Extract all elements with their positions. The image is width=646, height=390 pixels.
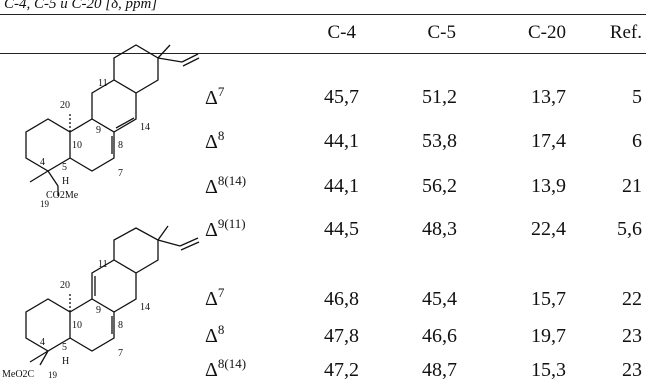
- cell-c20: 13,9: [531, 175, 566, 197]
- cell-c4: 44,1: [324, 130, 359, 152]
- delta-label: Δ8(14): [205, 356, 247, 381]
- atom-label-4: 4: [40, 157, 45, 168]
- header-c4: C-4: [327, 22, 357, 43]
- atom-label-10: 10: [72, 140, 82, 151]
- substituent-label: MeO2C: [2, 369, 35, 380]
- cell-c20: 13,7: [531, 86, 566, 108]
- cell-c5: 56,2: [422, 175, 457, 197]
- cell-c4: 47,2: [324, 359, 359, 381]
- cell-c20: 17,4: [531, 130, 566, 152]
- structure-1-bonds: [25, 44, 200, 196]
- atom-label-9: 9: [96, 125, 101, 136]
- cell-ref: 5: [632, 86, 642, 108]
- cell-ref: 21: [622, 175, 642, 197]
- cell-ref: 5,6: [617, 218, 642, 240]
- atom-label-4: 4: [40, 337, 45, 348]
- atom-label-5: 5: [62, 342, 67, 353]
- header-c20: C-20: [528, 22, 566, 43]
- delta-label: Δ8(14): [205, 173, 247, 198]
- header-ref: Ref.: [609, 22, 642, 43]
- atom-label-h: H: [62, 356, 69, 367]
- atom-label-20: 20: [60, 280, 70, 291]
- cell-c4: 46,8: [324, 288, 359, 310]
- atom-label-9: 9: [96, 305, 101, 316]
- cell-c4: 45,7: [324, 86, 359, 108]
- cell-c5: 45,4: [422, 288, 457, 310]
- cell-c5: 53,8: [422, 130, 457, 152]
- atom-label-10: 10: [72, 320, 82, 331]
- cell-ref: 6: [632, 130, 642, 152]
- delta-label: Δ8: [205, 128, 225, 153]
- atom-label-7: 7: [118, 168, 123, 179]
- cell-c20: 19,7: [531, 325, 566, 347]
- cell-ref: 23: [622, 359, 642, 381]
- atom-label-8: 8: [118, 140, 123, 151]
- delta-label: Δ9(11): [205, 216, 246, 241]
- atom-label-19: 19: [40, 199, 50, 209]
- structure-2-bonds: [25, 225, 200, 366]
- cell-ref: 23: [622, 325, 642, 347]
- cell-c5: 51,2: [422, 86, 457, 108]
- cell-c20: 22,4: [531, 218, 566, 240]
- cell-ref: 22: [622, 288, 642, 310]
- atom-label-19: 19: [48, 370, 58, 380]
- substituent-label: CO2Me: [46, 190, 79, 201]
- atom-label-h: H: [62, 176, 69, 187]
- table-header-rule: [0, 53, 646, 54]
- delta-label: Δ7: [205, 84, 225, 109]
- table-top-rule: [0, 14, 646, 16]
- atom-label-20: 20: [60, 100, 70, 111]
- cell-c5: 46,6: [422, 325, 457, 347]
- delta-label: Δ8: [205, 322, 225, 347]
- delta-label: Δ7: [205, 285, 225, 310]
- cell-c20: 15,3: [531, 359, 566, 381]
- atom-label-11: 11: [98, 78, 108, 89]
- table-caption: C-4, C-5 и C-20 [δ, ppm]: [4, 0, 158, 12]
- atom-label-5: 5: [62, 162, 67, 173]
- cell-c5: 48,7: [422, 359, 457, 381]
- header-c5: C-5: [427, 22, 457, 43]
- cell-c20: 15,7: [531, 288, 566, 310]
- atom-label-14: 14: [140, 122, 150, 133]
- cell-c5: 48,3: [422, 218, 457, 240]
- cell-c4: 44,1: [324, 175, 359, 197]
- cell-c4: 47,8: [324, 325, 359, 347]
- atom-label-7: 7: [118, 348, 123, 359]
- atom-label-14: 14: [140, 302, 150, 313]
- atom-label-8: 8: [118, 320, 123, 331]
- atom-label-11: 11: [98, 259, 108, 270]
- cell-c4: 44,5: [324, 218, 359, 240]
